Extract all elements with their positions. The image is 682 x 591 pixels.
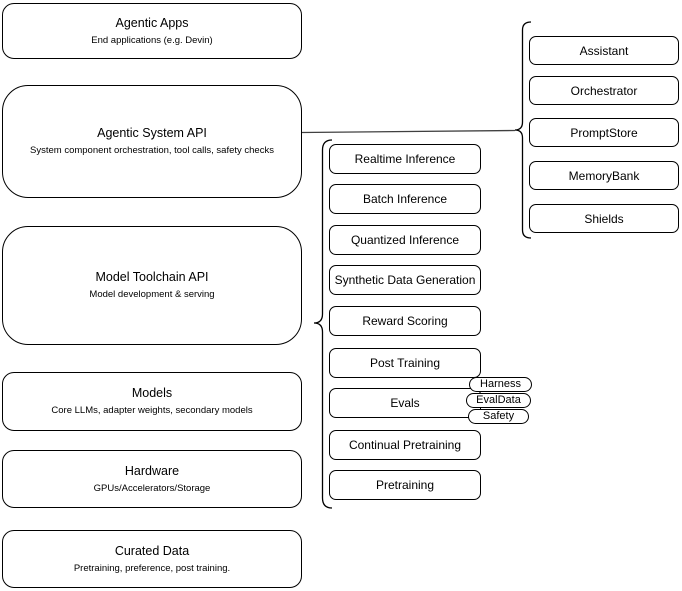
system-component-memorybank: MemoryBank: [529, 161, 679, 190]
box-subtitle: End applications (e.g. Devin): [91, 34, 213, 46]
agentic-apps-box: Agentic Apps End applications (e.g. Devi…: [2, 3, 302, 59]
system-component-promptstore: PromptStore: [529, 118, 679, 147]
toolchain-item-synthetic-data-generation: Synthetic Data Generation: [329, 265, 481, 295]
models-box: Models Core LLMs, adapter weights, secon…: [2, 372, 302, 431]
toolchain-item-reward-scoring: Reward Scoring: [329, 306, 481, 336]
box-subtitle: Core LLMs, adapter weights, secondary mo…: [51, 405, 253, 416]
toolchain-item-continual-pretraining: Continual Pretraining: [329, 430, 481, 460]
hardware-box: Hardware GPUs/Accelerators/Storage: [2, 450, 302, 508]
box-subtitle: Pretraining, preference, post training.: [73, 562, 231, 574]
toolchain-item-realtime-inference: Realtime Inference: [329, 144, 481, 174]
box-title: Curated Data: [114, 543, 190, 558]
model-toolchain-api-box: Model Toolchain API Model development & …: [2, 226, 302, 345]
toolchain-item-batch-inference: Batch Inference: [329, 184, 481, 214]
curated-data-box: Curated Data Pretraining, preference, po…: [2, 530, 302, 588]
box-title: Hardware: [124, 463, 180, 478]
box-title: Agentic Apps: [115, 15, 189, 30]
toolchain-item-evals: Evals: [329, 388, 481, 418]
toolchain-item-quantized-inference: Quantized Inference: [329, 225, 481, 255]
system-component-assistant: Assistant: [529, 36, 679, 65]
system-api-to-components-line: [301, 129, 516, 134]
eval-tag-evaldata: EvalData: [466, 393, 531, 408]
eval-tag-harness: Harness: [469, 377, 532, 392]
agentic-system-api-box: Agentic System API System component orch…: [2, 85, 302, 198]
system-component-shields: Shields: [529, 204, 679, 233]
box-subtitle: System component orchestration, tool cal…: [30, 145, 274, 156]
box-title: Agentic System API: [97, 126, 207, 140]
toolchain-item-post-training: Post Training: [329, 348, 481, 378]
box-subtitle: Model development & serving: [89, 289, 215, 300]
box-title: Models: [131, 386, 173, 400]
box-title: Model Toolchain API: [95, 270, 209, 284]
eval-tag-safety: Safety: [468, 409, 529, 424]
box-subtitle: GPUs/Accelerators/Storage: [93, 482, 211, 494]
system-component-orchestrator: Orchestrator: [529, 76, 679, 105]
toolchain-item-pretraining: Pretraining: [329, 470, 481, 500]
